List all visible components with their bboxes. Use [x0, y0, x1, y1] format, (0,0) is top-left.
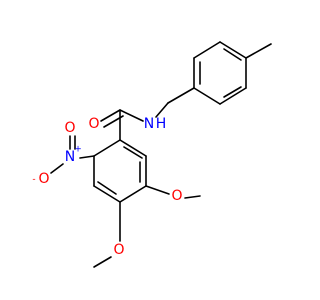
bond-methoxy-o1-to-methyl: [184, 195, 201, 199]
bond-c3-c4: [119, 185, 147, 203]
upper-aromatic-inner-bottom: [223, 86, 242, 98]
atom-label-layer: O N H N + O O - O O: [32, 116, 182, 258]
methoxy-oxygen-2-label: O: [113, 242, 124, 258]
bond-ring-to-nitro-n: [79, 155, 95, 159]
nitro-oxygen-single-label: O: [38, 171, 49, 187]
bond-ch2-to-aryl: [167, 87, 195, 104]
bond-upper-c5-c6: [219, 87, 247, 105]
amide-hydrogen-label: H: [156, 116, 167, 132]
nitro-oxygen-single-charge: -: [32, 175, 35, 185]
aromatic-inner-bottom-left: [97, 181, 117, 195]
bond-upper-c2-c3: [193, 41, 221, 59]
amide-oxygen-label: O: [88, 116, 99, 132]
bond-upper-c6-c1: [193, 87, 221, 105]
bond-carbonyl-c-o-2: [103, 115, 124, 128]
bond-nitro-n-to-o-single: [50, 163, 64, 174]
bond-upper-c3-c4: [219, 41, 247, 59]
aromatic-inner-top-right: [123, 146, 143, 159]
bond-c6-c1: [93, 139, 121, 157]
nitro-nitrogen-charge: +: [74, 145, 82, 155]
bond-carbonyl-to-n: [119, 109, 144, 122]
bond-methoxy-o2-to-methyl: [93, 256, 112, 268]
nitro-nitrogen-label: N: [65, 149, 75, 165]
bond-layer: [50, 41, 272, 268]
bond-n-to-ch2: [155, 102, 169, 118]
bond-carbonyl-c-o-1: [100, 109, 121, 122]
bond-upper-ring-to-methyl: [245, 43, 272, 59]
upper-aromatic-inner-top-right: [223, 48, 242, 61]
bond-c1-c2: [119, 139, 147, 157]
bond-c4-c5: [93, 185, 121, 203]
nitro-oxygen-double-label: O: [64, 120, 75, 136]
amide-nitrogen-label: N: [144, 116, 154, 132]
bond-ring-to-methoxy-o1: [145, 185, 170, 195]
molecule-structure-diagram: O N H N + O O - O O: [32, 41, 272, 268]
methoxy-oxygen-1-label: O: [171, 188, 182, 204]
